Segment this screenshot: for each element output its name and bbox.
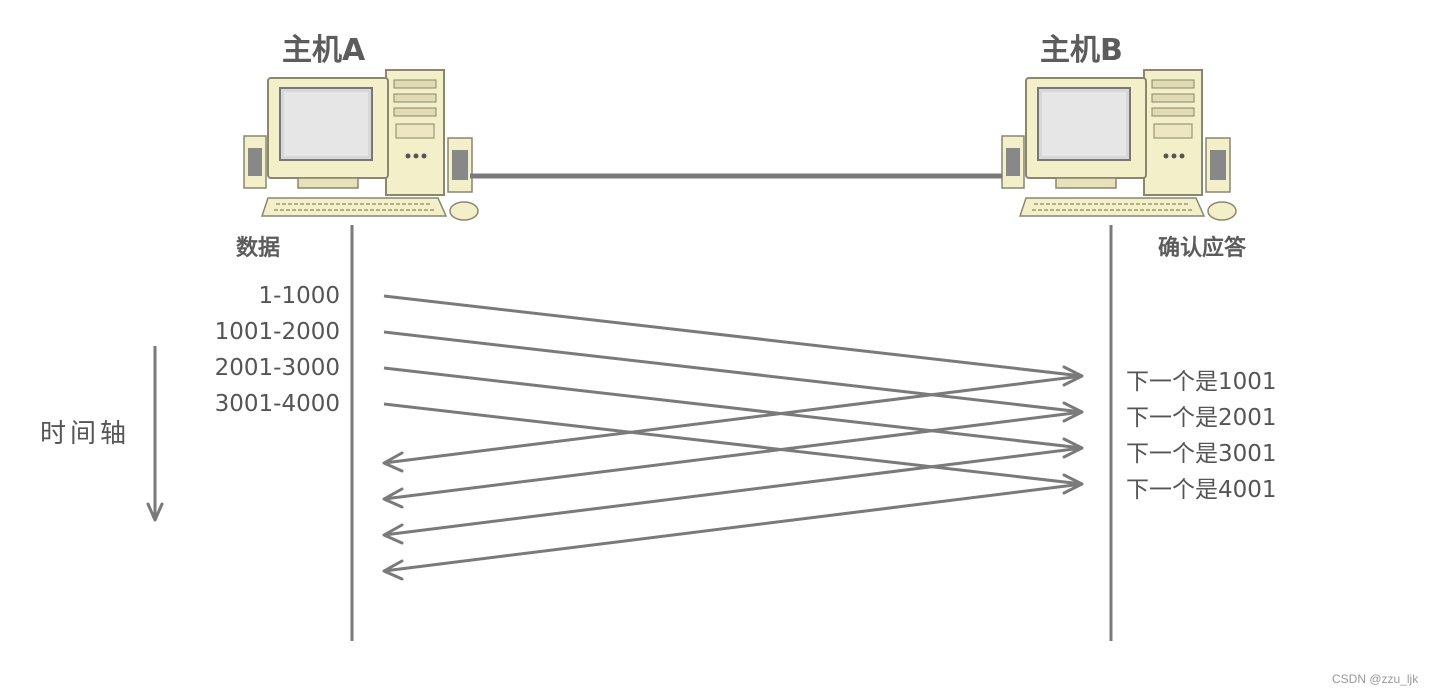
- ack-label: 下一个是4001: [1126, 477, 1277, 503]
- data-segment-labels: 1-1000 1001-2000 2001-3000 3001-4000: [215, 283, 340, 417]
- ack-label: 下一个是1001: [1126, 369, 1277, 395]
- ack-arrowhead-icon: [382, 451, 404, 473]
- data-arrow: [383, 402, 1083, 486]
- ack-labels: 下一个是1001 下一个是2001 下一个是3001 下一个是4001: [1126, 369, 1277, 503]
- data-segment-label: 3001-4000: [215, 391, 340, 417]
- host-a-computer-icon: [243, 69, 479, 221]
- host-b-title: 主机B: [1040, 33, 1123, 68]
- ack-arrowhead-icon: [382, 559, 404, 581]
- ack-arrow: [383, 446, 1083, 537]
- message-arrows: [382, 294, 1084, 581]
- ack-label: 下一个是3001: [1126, 441, 1277, 467]
- ack-label: 下一个是2001: [1126, 405, 1277, 431]
- watermark: CSDN @zzu_ljk: [1332, 672, 1419, 686]
- ack-arrow: [383, 374, 1083, 465]
- ack-arrowhead-icon: [382, 487, 404, 509]
- data-segment-label: 1001-2000: [215, 319, 340, 345]
- data-segment-label: 2001-3000: [215, 355, 340, 381]
- data-arrow: [383, 330, 1083, 414]
- host-a-column-label: 数据: [236, 235, 280, 261]
- host-a-title: 主机A: [282, 33, 366, 68]
- data-segment-label: 1-1000: [259, 283, 340, 309]
- ack-arrow: [383, 482, 1083, 573]
- ack-arrow: [383, 410, 1083, 501]
- data-arrow: [383, 294, 1083, 378]
- host-b-column-label: 确认应答: [1158, 235, 1247, 261]
- host-b-computer-icon: [1001, 69, 1237, 221]
- time-axis-label: 时间轴: [40, 419, 130, 449]
- data-arrow: [383, 366, 1083, 450]
- ack-arrowhead-icon: [382, 523, 404, 545]
- time-axis-arrowhead-icon: [146, 502, 164, 522]
